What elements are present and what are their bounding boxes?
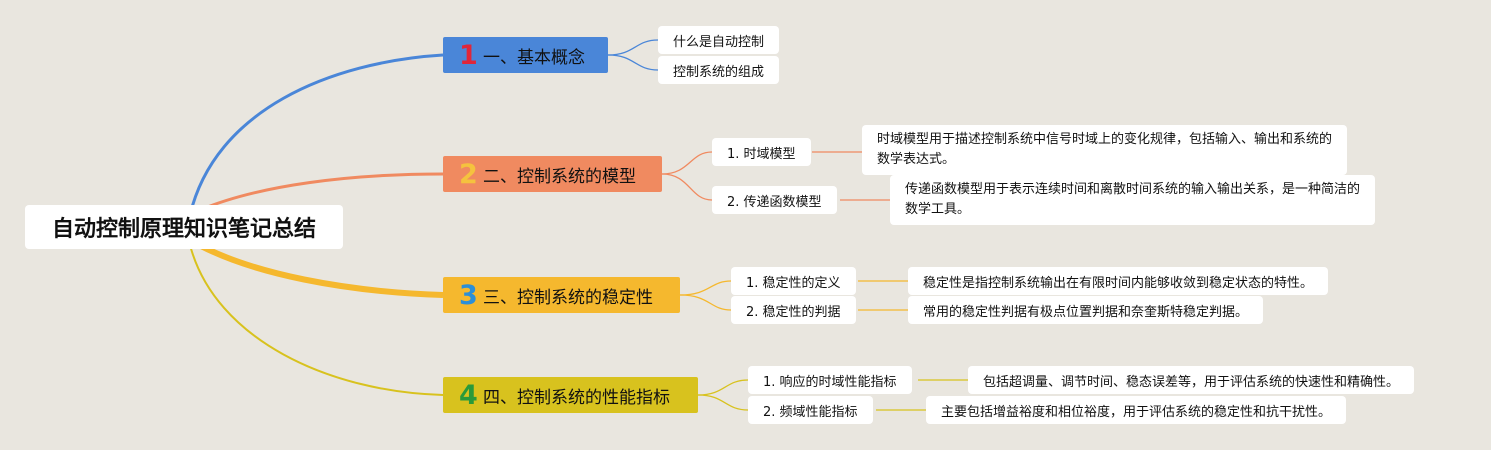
branch-4-child-2-label: 2. 频域性能指标 [763,404,858,420]
branch-3-child-1-detail-text: 稳定性是指控制系统输出在有限时间内能够收敛到稳定状态的特性。 [923,275,1314,291]
branch-3-child-1[interactable]: 1. 稳定性的定义 [731,267,856,295]
branch-1-child-1[interactable]: 什么是自动控制 [658,26,780,54]
branch-2-child-2-detail[interactable]: 传递函数模型用于表示连续时间和离散时间系统的输入输出关系，是一种简洁的 数学工具… [890,175,1376,225]
link-root-branch-4 [189,244,444,396]
link-root-branch-1 [188,53,444,216]
branch-2-child-1[interactable]: 1. 时域模型 [712,138,811,166]
branch-1-label: 一、基本概念 [483,47,585,68]
link-b4-c1 [697,379,749,396]
branch-2-child-1-detail-line1: 时域模型用于描述控制系统中信号时域上的变化规律，包括输入、输出和系统的 [877,132,1333,147]
link-b3-c2 [679,294,732,311]
branch-1-child-2-label: 控制系统的组成 [673,64,765,80]
branch-4-child-1-detail[interactable]: 包括超调量、调节时间、稳态误差等，用于评估系统的快速性和精确性。 [968,366,1415,394]
branch-4-child-1[interactable]: 1. 响应的时域性能指标 [748,366,912,394]
branch-2-child-1-detail[interactable]: 时域模型用于描述控制系统中信号时域上的变化规律，包括输入、输出和系统的 数学表达… [862,125,1348,175]
branch-4-child-2-detail[interactable]: 主要包括增益裕度和相位裕度，用于评估系统的稳定性和抗干扰性。 [926,396,1347,424]
branch-3-label: 三、控制系统的稳定性 [483,287,653,308]
branch-4-number-icon: 4 [459,379,478,411]
branch-2-child-2-detail-line1: 传递函数模型用于表示连续时间和离散时间系统的输入输出关系，是一种简洁的 [905,182,1361,197]
branch-3-child-1-label: 1. 稳定性的定义 [746,275,841,291]
branch-2-child-1-label: 1. 时域模型 [727,146,796,162]
branch-2-label: 二、控制系统的模型 [483,166,636,187]
branch-2-topic[interactable]: 2 二、控制系统的模型 [443,156,662,192]
branch-3-child-2-label: 2. 稳定性的判据 [746,304,841,320]
branch-3-topic[interactable]: 3 三、控制系统的稳定性 [443,277,680,313]
root-title: 自动控制原理知识笔记总结 [51,217,316,242]
branch-4-child-2-detail-text: 主要包括增益裕度和相位裕度，用于评估系统的稳定性和抗干扰性。 [941,404,1332,420]
branch-1-number-icon: 1 [459,39,478,71]
branch-4-child-1-detail-text: 包括超调量、调节时间、稳态误差等，用于评估系统的快速性和精确性。 [983,374,1400,390]
branch-2-child-2-label: 2. 传递函数模型 [727,194,822,210]
link-b2-c1 [661,151,713,175]
branch-4-child-1-label: 1. 响应的时域性能指标 [763,374,897,390]
branch-1-topic[interactable]: 1 一、基本概念 [443,37,608,73]
branch-4-topic[interactable]: 4 四、控制系统的性能指标 [443,377,698,413]
branch-2-number-icon: 2 [459,158,478,190]
branch-3-number-icon: 3 [459,279,478,311]
branch-2-child-2[interactable]: 2. 传递函数模型 [712,186,837,214]
link-b3-c1 [679,280,732,296]
branch-1-child-1-label: 什么是自动控制 [673,34,765,50]
link-root-branch-2 [199,172,444,212]
link-b4-c2 [697,394,749,411]
link-root-branch-3 [188,237,444,298]
link-b1-c1 [607,39,659,56]
branch-3-child-2[interactable]: 2. 稳定性的判据 [731,296,856,324]
branch-3-child-2-detail[interactable]: 常用的稳定性判据有极点位置判据和奈奎斯特稳定判据。 [908,296,1264,324]
branch-4-child-2[interactable]: 2. 频域性能指标 [748,396,873,424]
branch-1-child-2[interactable]: 控制系统的组成 [658,56,780,84]
branch-2-child-1-detail-line2: 数学表达式。 [877,152,956,167]
branch-3-child-2-detail-text: 常用的稳定性判据有极点位置判据和奈奎斯特稳定判据。 [923,304,1249,320]
link-b2-c2 [661,173,713,201]
link-b1-c2 [607,54,659,71]
branch-2-child-2-detail-line2: 数学工具。 [905,202,971,217]
branch-4-label: 四、控制系统的性能指标 [483,387,670,408]
root-topic[interactable]: 自动控制原理知识笔记总结 [25,205,343,249]
branch-3-child-1-detail[interactable]: 稳定性是指控制系统输出在有限时间内能够收敛到稳定状态的特性。 [908,267,1329,295]
